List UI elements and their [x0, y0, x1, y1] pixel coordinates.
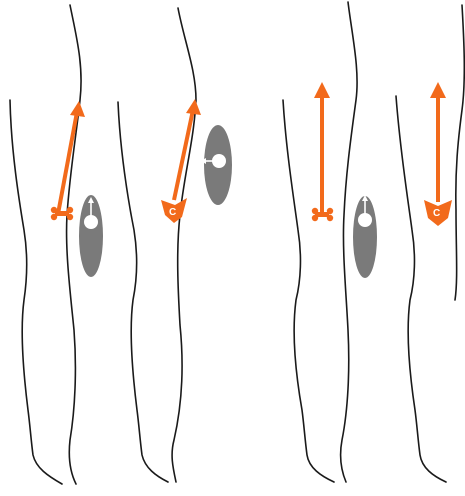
leg-4-front-outline	[455, 5, 464, 300]
panel-3	[283, 2, 377, 482]
leg-2-back-outline	[118, 102, 168, 482]
leg-1-back-outline	[10, 100, 62, 484]
pad-1-marker-icon	[84, 215, 98, 229]
leg-1-front-outline	[67, 5, 82, 484]
panel-1	[10, 5, 103, 484]
chevron-c-label: C	[433, 208, 440, 219]
arrowhead-4-icon	[430, 82, 446, 98]
arrowhead-1-icon	[70, 101, 85, 117]
bone-icon	[51, 207, 73, 220]
pad-2-left-arrowhead-icon	[201, 158, 206, 164]
leg-3-back-outline	[283, 100, 334, 482]
panel-4: C	[396, 5, 464, 482]
leg-2-front-outline	[172, 8, 196, 482]
panel-2: C	[118, 8, 232, 482]
pad-3-marker-icon	[358, 213, 372, 227]
arrowhead-2-icon	[186, 99, 201, 115]
pad-2-marker-icon	[212, 154, 226, 168]
arrowhead-3-icon	[314, 82, 330, 98]
force-arrow-1	[58, 112, 77, 214]
chevron-c-label: C	[169, 207, 176, 218]
